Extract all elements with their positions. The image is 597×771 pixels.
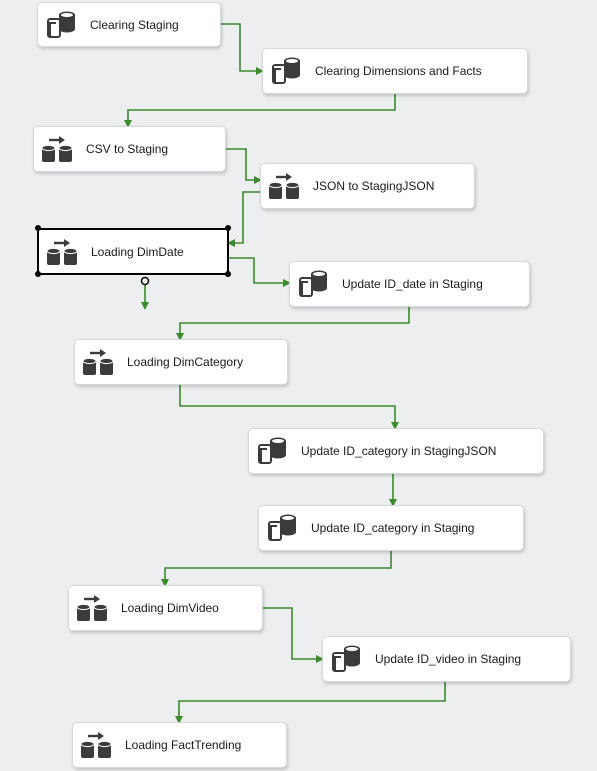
task-update-id-category-in-stagingjson[interactable]: Update ID_category in StagingJSON [248,428,544,474]
task-loading-dimvideo[interactable]: Loading DimVideo [68,585,263,631]
task-label: Clearing Staging [90,17,179,32]
execute-sql-task-icon [255,434,291,468]
precedence-arrow-11[interactable] [263,607,324,663]
task-loading-dimdate[interactable]: Loading DimDate [37,228,229,275]
task-update-id-video-in-staging[interactable]: Update ID_video in Staging [322,636,571,682]
precedence-arrow-3[interactable] [226,148,262,184]
execute-sql-task-icon [329,642,365,676]
task-label: Loading FactTrending [125,738,242,752]
data-flow-task-icon [79,728,115,762]
task-label: CSV to Staging [86,142,169,156]
execute-sql-task-icon [265,511,301,545]
task-label: Update ID_category in StagingJSON [301,444,497,458]
task-json-to-stagingjson[interactable]: JSON to StagingJSON [260,163,475,209]
task-loading-dimcategory[interactable]: Loading DimCategory [74,339,288,385]
precedence-arrow-8[interactable] [179,385,399,430]
task-loading-facttrending[interactable]: Loading FactTrending [72,722,287,768]
task-clearing-staging[interactable]: Clearing Staging [37,2,221,47]
selection-handle[interactable] [225,225,231,231]
data-flow-task-icon [75,591,111,625]
precedence-arrow-2[interactable] [124,94,396,128]
selection-handle[interactable] [35,271,41,277]
task-update-id-category-in-staging[interactable]: Update ID_category in Staging [258,505,524,551]
data-flow-task-icon [81,345,117,379]
task-label: Loading DimDate [91,244,184,259]
task-label: Update ID_date in Staging [342,277,483,291]
precedence-arrow-12[interactable] [175,682,446,724]
execute-sql-task-icon [269,54,305,88]
task-clearing-dimensions-and-facts[interactable]: Clearing Dimensions and Facts [262,48,528,94]
task-update-id-date-in-staging[interactable]: Update ID_date in Staging [289,261,530,307]
task-label: Clearing Dimensions and Facts [315,64,482,78]
precedence-arrow-7[interactable] [176,307,410,341]
task-label: Update ID_category in Staging [311,521,475,535]
precedence-arrow-10[interactable] [161,551,392,587]
data-flow-task-icon [40,132,76,166]
selection-handle[interactable] [35,225,41,231]
task-label: Update ID_video in Staging [375,652,522,666]
connection-point[interactable] [140,276,150,286]
execute-sql-task-icon [44,8,80,42]
precedence-arrow-1[interactable] [221,23,264,75]
data-flow-task-icon [267,169,303,203]
precedence-arrow-5[interactable] [229,257,291,287]
selection-handle[interactable] [225,271,231,277]
task-csv-to-staging[interactable]: CSV to Staging [33,126,226,172]
task-label: Loading DimCategory [127,355,244,369]
execute-sql-task-icon [296,267,332,301]
data-flow-task-icon [45,235,81,269]
task-label: JSON to StagingJSON [313,179,435,193]
task-label: Loading DimVideo [121,601,219,615]
